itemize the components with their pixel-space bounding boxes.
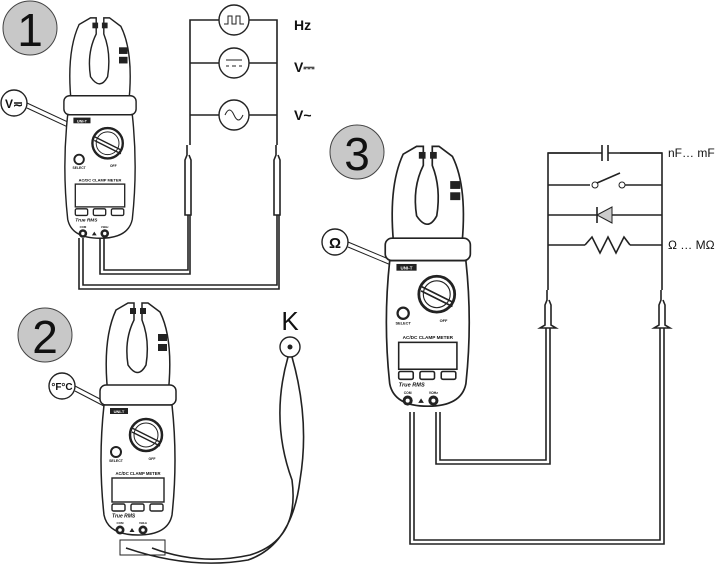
meter-model-text: AC/DC CLAMP METER	[79, 177, 122, 182]
circuit-3: nF… mF Ω … MΩ	[547, 145, 715, 290]
function-button[interactable]	[130, 503, 145, 512]
lcd-display	[111, 477, 165, 503]
meter-input-label: VΩHz	[429, 391, 438, 395]
meter-model-text: AC/DC CLAMP METER	[403, 335, 454, 340]
meter-input-label: VΩHz	[139, 521, 148, 525]
select-button[interactable]	[73, 153, 85, 166]
meter-brand: UNI-T	[401, 266, 413, 271]
meter-trms-text: True RMS	[75, 218, 98, 224]
lcd-display	[74, 183, 126, 208]
thermocouple-k: K	[119, 306, 305, 564]
clamp-meter-2: UNI-T SELECT OFF AC/DC CLAMP METER True …	[99, 302, 177, 536]
meter-com-label: COM	[404, 391, 412, 395]
clamp-jaw	[391, 145, 465, 251]
step-badge-1: 1	[2, 0, 58, 56]
clamp-jaw	[69, 17, 131, 106]
function-button[interactable]	[74, 208, 89, 217]
meter-input-label: VΩHz	[101, 225, 109, 229]
meter-off-label: OFF	[110, 164, 117, 168]
meter-off-label: OFF	[440, 318, 448, 323]
function-button[interactable]	[111, 503, 126, 512]
svg-text:V≂: V≂	[5, 97, 23, 111]
function-callout-temperature: °F°C	[48, 372, 126, 418]
function-button[interactable]	[92, 208, 107, 217]
function-button[interactable]	[149, 503, 164, 512]
meter-model-text: AC/DC CLAMP METER	[115, 471, 160, 476]
resistor-icon	[584, 235, 631, 255]
function-button[interactable]	[397, 370, 415, 381]
meter-select-label: SELECT	[395, 320, 411, 325]
function-button[interactable]	[440, 370, 457, 381]
clamp-meter-1: UNI-T SELECT OFF AC/DC CLAMP METER True …	[63, 17, 137, 239]
meter-off-label: OFF	[149, 457, 157, 461]
function-button[interactable]	[110, 208, 125, 217]
svg-text:3: 3	[344, 128, 370, 180]
svg-text:°F°C: °F°C	[51, 382, 72, 393]
step-badge-2: 2	[17, 307, 73, 363]
circuit-1: Hz V⎓ V~	[189, 4, 315, 145]
svg-text:1: 1	[17, 4, 43, 56]
meter-com-label: COM	[117, 521, 125, 525]
dc-icon	[226, 59, 242, 67]
svg-text:Ω: Ω	[329, 235, 341, 252]
vdc-label: V⎓	[294, 59, 315, 75]
meter-com-label: COM	[80, 225, 87, 229]
select-button[interactable]	[110, 446, 122, 458]
meter-trms-text: True RMS	[399, 383, 425, 389]
meter-select-label: SELECT	[109, 459, 124, 463]
sine-wave-icon	[224, 109, 244, 121]
svg-text:K: K	[281, 306, 299, 336]
resistance-label: Ω … MΩ	[668, 238, 715, 252]
function-callout-resistance: Ω	[321, 228, 411, 274]
clamp-meter-3: UNI-T SELECT OFF AC/DC CLAMP METER True …	[384, 145, 472, 408]
switch-icon	[596, 172, 621, 184]
step-badge-3: 3	[329, 124, 385, 180]
meter-trms-text: True RMS	[112, 514, 136, 520]
meter-brand: UNI-T	[77, 119, 88, 123]
function-callout-voltage: V≂	[0, 89, 86, 136]
svg-text:2: 2	[32, 311, 58, 363]
select-button[interactable]	[396, 306, 410, 320]
clamp-jaw	[105, 302, 171, 396]
hz-label: Hz	[294, 17, 311, 33]
function-button[interactable]	[419, 370, 436, 381]
capacitance-label: nF… mF	[668, 146, 715, 160]
capacitor-icon	[590, 145, 620, 161]
probes-1	[78, 145, 281, 290]
square-wave-icon	[224, 15, 244, 25]
probes-3	[409, 290, 673, 545]
meter-brand: UNI-T	[114, 409, 125, 414]
lcd-display	[397, 341, 458, 371]
vac-label: V~	[294, 107, 312, 123]
meter-select-label: SELECT	[73, 166, 86, 170]
